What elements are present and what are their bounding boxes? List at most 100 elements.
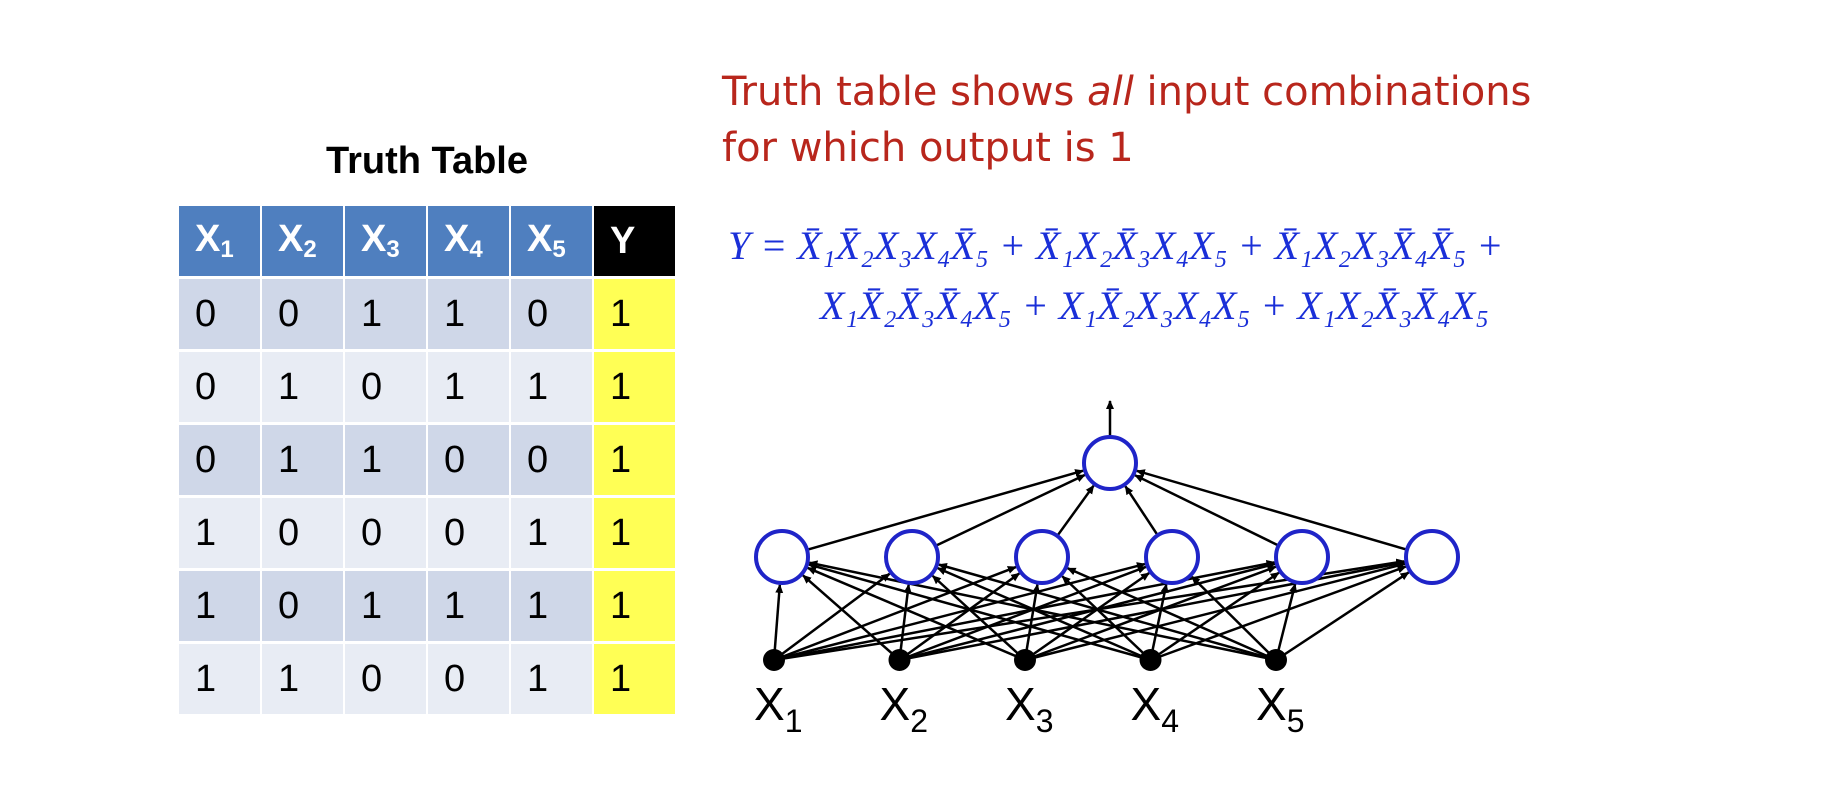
edge-input-hidden — [1024, 572, 1150, 662]
input-cell: 0 — [511, 425, 592, 495]
edge-input-hidden — [1149, 583, 1169, 661]
input-cell: 1 — [511, 644, 592, 714]
input-cell: 0 — [262, 498, 343, 568]
input-cell: 1 — [262, 352, 343, 422]
input-cell: 1 — [428, 571, 509, 641]
hidden-neuron — [1404, 529, 1460, 585]
input-node — [888, 649, 911, 671]
input-cell: 1 — [179, 644, 260, 714]
output-cell: 1 — [594, 279, 675, 349]
input-label: X3 — [1005, 678, 1053, 739]
edge-input-hidden — [1275, 571, 1410, 662]
edge-hidden-output — [1135, 469, 1408, 551]
edge-input-hidden — [773, 572, 891, 662]
input-cell: 0 — [345, 498, 426, 568]
input-cell: 0 — [428, 498, 509, 568]
edge-input-hidden — [898, 583, 912, 661]
input-cell: 1 — [179, 498, 260, 568]
table-title: Truth Table — [326, 140, 528, 182]
edge-input-hidden — [937, 562, 1277, 662]
hidden-neuron — [884, 529, 940, 585]
edge-hidden-output — [806, 469, 1085, 552]
output-cell: 1 — [594, 352, 675, 422]
header-x2: X2 — [262, 206, 343, 276]
note-line-1: Truth table shows all input combinations — [722, 64, 1531, 120]
edge-input-hidden — [773, 562, 1146, 662]
input-cell: 0 — [345, 352, 426, 422]
header-x3: X3 — [345, 206, 426, 276]
equation-line-1: Y = X̄₁X̄₂X₃X₄X̄₅ + X̄₁X₂X̄₃X₄X₅ + X̄₁X₂… — [728, 223, 1504, 268]
input-cell: 1 — [179, 571, 260, 641]
input-cell: 1 — [511, 352, 592, 422]
edge-input-hidden — [802, 574, 901, 661]
input-node — [763, 649, 785, 671]
edge-input-hidden — [773, 559, 1276, 662]
edge-input-hidden — [899, 562, 1276, 662]
edge-input-hidden — [808, 562, 1151, 662]
edge-input-hidden — [806, 566, 1026, 662]
edge-input-hidden — [773, 565, 1017, 662]
output-cell: 1 — [594, 425, 675, 495]
input-cell: 1 — [428, 352, 509, 422]
input-cell: 0 — [511, 279, 592, 349]
output-neuron — [1082, 435, 1138, 491]
edge-input-hidden — [808, 560, 1277, 662]
input-label: X2 — [880, 678, 928, 739]
header-x1: X1 — [179, 206, 260, 276]
note-line-2: for which output is 1 — [722, 125, 1134, 171]
edge-input-hidden — [1149, 571, 1280, 662]
input-node — [1265, 649, 1287, 671]
edge-input-hidden — [772, 583, 784, 661]
output-cell: 1 — [594, 498, 675, 568]
edge-input-hidden — [898, 572, 1021, 662]
header-x5: X5 — [511, 206, 592, 276]
input-cell: 1 — [345, 425, 426, 495]
edge-input-hidden — [1191, 575, 1277, 661]
hidden-neuron — [1014, 529, 1070, 585]
edge-input-hidden — [899, 565, 1147, 662]
input-cell: 1 — [345, 571, 426, 641]
hidden-neuron — [754, 529, 810, 585]
input-cell: 0 — [179, 352, 260, 422]
network-edges — [772, 400, 1410, 662]
edge-hidden-output — [1134, 474, 1280, 547]
input-cell: 0 — [428, 644, 509, 714]
note-emphasis: all — [1087, 69, 1134, 115]
input-cell: 1 — [262, 644, 343, 714]
input-label: X4 — [1131, 678, 1179, 739]
input-cell: 0 — [428, 425, 509, 495]
input-cell: 1 — [345, 279, 426, 349]
input-cell: 0 — [262, 279, 343, 349]
input-cell: 0 — [179, 425, 260, 495]
input-cell: 0 — [345, 644, 426, 714]
network-nodes — [754, 435, 1460, 671]
edge-input-hidden — [936, 566, 1151, 662]
input-node — [1014, 649, 1036, 671]
input-label: X5 — [1256, 678, 1304, 739]
input-node — [1139, 649, 1162, 671]
note-line1-post: input combinations — [1133, 69, 1532, 115]
input-cell: 0 — [262, 571, 343, 641]
output-cell: 1 — [594, 571, 675, 641]
edge-hidden-output — [1124, 485, 1159, 536]
input-cell: 1 — [262, 425, 343, 495]
edge-input-hidden — [1274, 583, 1298, 661]
header-x4: X4 — [428, 206, 509, 276]
edge-hidden-output — [1056, 484, 1095, 537]
output-cell: 1 — [594, 644, 675, 714]
hidden-neuron — [1144, 529, 1200, 585]
input-cell: 1 — [511, 571, 592, 641]
equation-line-2: X₁X̄₂X̄₃X̄₄X₅ + X₁X̄₂X₃X₄X₅ + X₁X₂X̄₃X̄₄… — [820, 283, 1490, 328]
annotation-note: Truth table shows all input combinations… — [722, 64, 1531, 176]
